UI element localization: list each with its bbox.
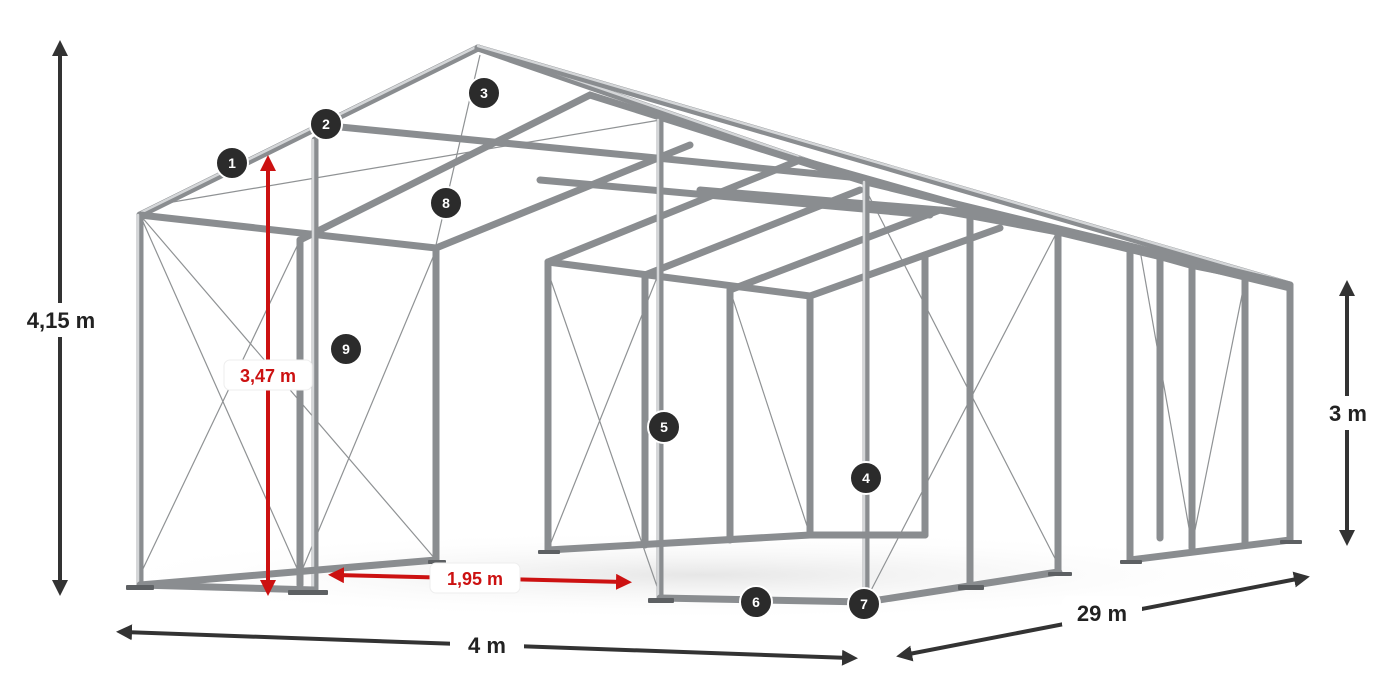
height-total-label: 4,15 m: [27, 308, 96, 333]
door-height-label: 3,47 m: [240, 366, 296, 386]
height-side-label: 3 m: [1329, 401, 1367, 426]
svg-text:4: 4: [862, 470, 870, 486]
tent-frame: [126, 44, 1302, 607]
badge-7: 7: [847, 587, 881, 621]
svg-text:6: 6: [752, 594, 760, 610]
svg-text:9: 9: [342, 341, 350, 357]
roof-rafters: [136, 44, 1294, 300]
width-label: 4 m: [468, 633, 506, 658]
badge-4: 4: [849, 461, 883, 495]
dimension-labels: 4,15 m 3 m 3,47 m 1,95 m 4 m 29 m: [14, 303, 1384, 662]
badge-2: 2: [309, 107, 343, 141]
svg-text:3: 3: [480, 85, 488, 101]
svg-text:5: 5: [660, 419, 668, 435]
svg-text:7: 7: [860, 596, 868, 612]
length-label: 29 m: [1077, 601, 1127, 626]
badge-1: 1: [215, 146, 249, 180]
svg-text:2: 2: [322, 116, 330, 132]
svg-text:8: 8: [442, 195, 450, 211]
numbered-badges: 1 2 3 4 5 6 7 8: [215, 76, 883, 621]
bracing-cables: [139, 54, 1246, 601]
badge-6: 6: [739, 585, 773, 619]
badge-8: 8: [429, 186, 463, 220]
svg-text:1: 1: [228, 155, 236, 171]
badge-9: 9: [329, 332, 363, 366]
door-width-label: 1,95 m: [447, 569, 503, 589]
badge-5: 5: [647, 410, 681, 444]
badge-3: 3: [467, 76, 501, 110]
